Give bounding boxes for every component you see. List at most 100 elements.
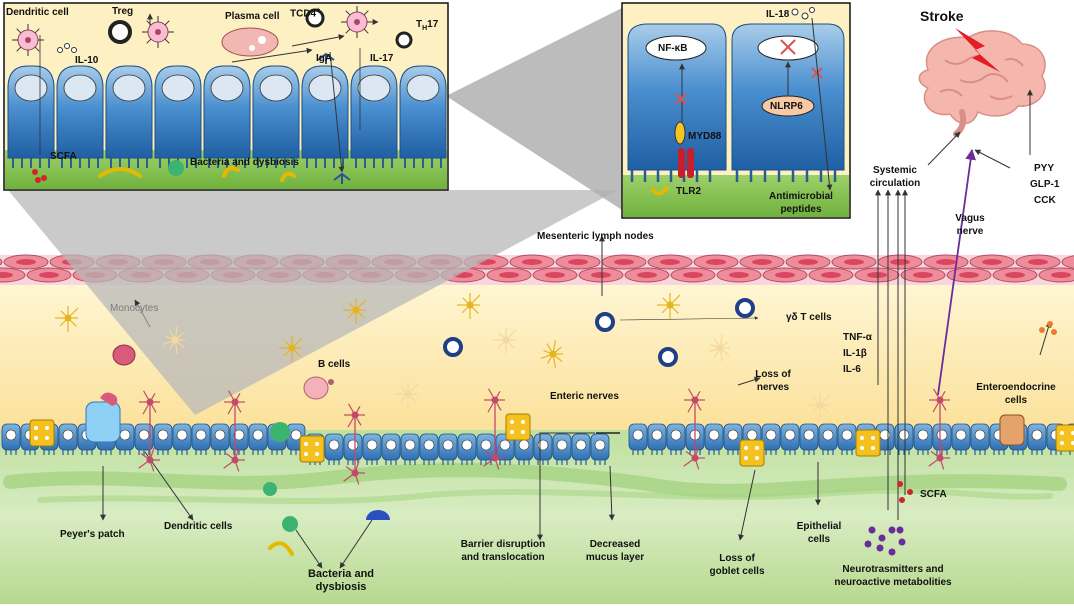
label-nfkb: NF-κB — [658, 43, 688, 54]
goblet-cell — [855, 429, 881, 457]
label-peyers-patch: Peyer's patch — [60, 529, 125, 540]
nerve-ending — [928, 445, 950, 470]
nerve-ending — [138, 447, 160, 472]
enteric-neuron — [457, 293, 481, 319]
hormone-particle — [1047, 321, 1053, 327]
scfa-particle — [35, 177, 41, 183]
treg-cell — [108, 20, 132, 44]
enteric-glia — [707, 334, 730, 362]
neurotransmitter-particle — [888, 548, 896, 556]
vagus-nerve — [937, 148, 977, 396]
gd-t-cell — [735, 298, 755, 318]
nerve-ending — [224, 390, 245, 415]
m-cell — [85, 401, 121, 443]
bacterium — [282, 516, 298, 532]
neurotransmitter-particle — [888, 526, 896, 534]
mucus-layer — [3, 463, 1067, 498]
bacterium — [268, 541, 294, 556]
goblet-cell — [1055, 424, 1074, 452]
nerve-ending — [683, 445, 705, 470]
gd-t-cell — [595, 312, 615, 332]
neurotransmitter-particle — [864, 540, 872, 548]
label-tcd4: TCD4+ — [290, 7, 321, 20]
neurotransmitter-particle — [876, 544, 884, 552]
il10-particle — [64, 43, 70, 49]
vessel-cell — [1061, 255, 1074, 269]
scfa-particle — [907, 489, 913, 495]
label-il17: IL-17 — [370, 53, 394, 64]
bacterium — [263, 482, 277, 496]
label-nlrp6: NLRP6 — [770, 101, 803, 112]
epithelium — [1, 401, 1074, 467]
iga-antibody — [317, 52, 335, 64]
label-glp1: GLP-1 — [1030, 179, 1060, 190]
label-il10: IL-10 — [75, 55, 99, 66]
enteric-neuron — [279, 336, 303, 362]
stroke-title: Stroke — [920, 8, 964, 24]
b-cell — [303, 376, 329, 400]
label-th17: TH17 — [416, 19, 439, 32]
label-pyy: PYY — [1034, 163, 1055, 174]
myd88-protein — [674, 121, 686, 145]
label-scfa-inset: SCFA — [50, 151, 77, 162]
neurotransmitter-particle — [896, 526, 904, 534]
nerve-ending — [484, 388, 505, 413]
label-monocytes: Monocytes — [110, 303, 159, 314]
label-tnfa: TNF-α — [843, 332, 872, 343]
bacterium — [366, 510, 390, 520]
label-plasma-cell: Plasma cell — [225, 11, 280, 22]
label-il18: IL-18 — [766, 9, 790, 20]
vessel-cell — [0, 258, 3, 266]
bacterium — [270, 422, 290, 442]
mucus-layer-2 — [37, 487, 1053, 505]
nerve-ending — [343, 460, 365, 485]
iga-antibody — [333, 172, 351, 184]
lightning-icon — [955, 28, 1000, 72]
label-bacteria-inset: Bacteria and dysbiosis — [190, 157, 299, 168]
goblet-cell — [505, 413, 531, 441]
label-tlr2: TLR2 — [676, 186, 701, 197]
plasma-cell — [221, 27, 279, 57]
nerve-ending — [684, 388, 705, 413]
hormone-particle — [1039, 327, 1045, 333]
scfa-particle — [897, 481, 903, 487]
zoom-funnel-right — [446, 8, 622, 210]
goblet-cell — [739, 439, 765, 467]
nerve-ending — [483, 445, 505, 470]
scfa-particle — [32, 169, 38, 175]
tlr2-receptor-b — [687, 148, 694, 178]
label-cck: CCK — [1034, 195, 1056, 206]
enteric-neuron — [343, 298, 367, 324]
cells-and-particles — [12, 6, 1057, 556]
enteric-neuron — [540, 340, 563, 368]
label-mesenteric: Mesenteric lymph nodes — [537, 231, 654, 242]
label-gd-t-cells: γδ T cells — [786, 312, 832, 323]
dendritic-cell-main — [100, 392, 118, 406]
label-scfa-main: SCFA — [920, 489, 947, 500]
gd-t-cell — [443, 337, 463, 357]
label-b-cells: B cells — [318, 359, 351, 370]
nerve-ending — [344, 403, 365, 428]
brain — [918, 28, 1046, 137]
hormone-particle — [1051, 329, 1057, 335]
monocyte-nerve — [55, 306, 79, 332]
label-iga: IgA — [316, 53, 333, 64]
enteric-neuron — [657, 293, 681, 319]
goblet-cell — [29, 419, 55, 447]
label-il6: IL-6 — [843, 364, 861, 375]
enteric-glia — [162, 326, 185, 354]
scfa-particle — [899, 497, 905, 503]
neurotransmitter-particle — [878, 534, 886, 542]
enteric-glia — [493, 328, 517, 354]
goblet-cell — [299, 435, 325, 463]
